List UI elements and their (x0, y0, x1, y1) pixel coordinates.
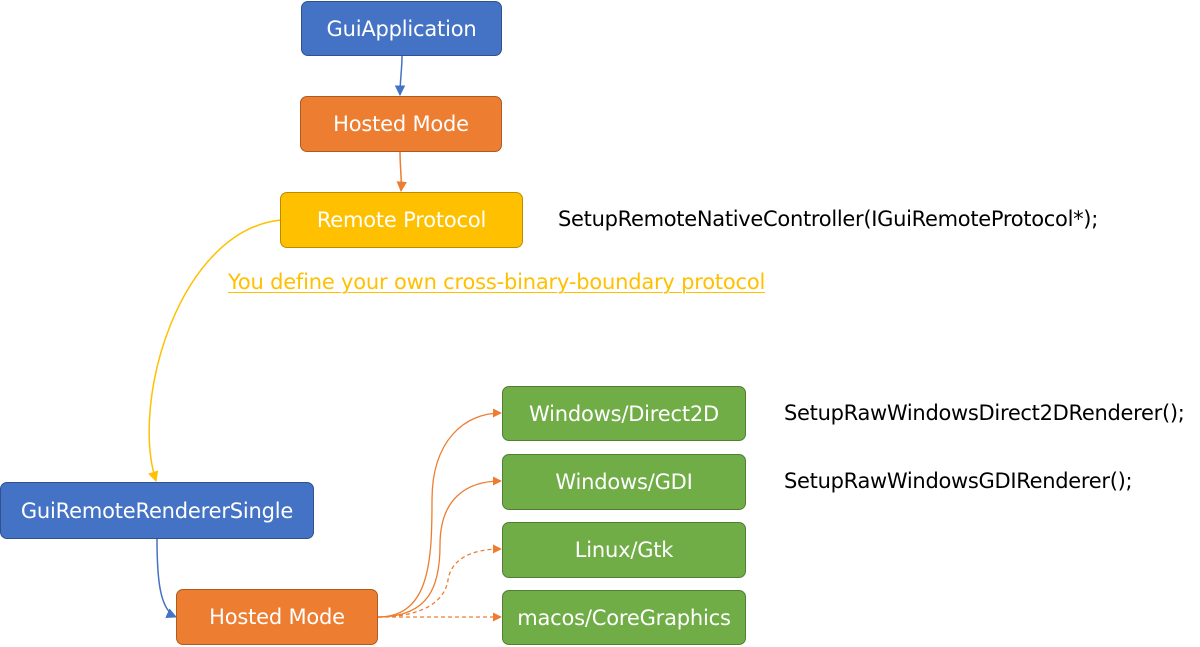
node-windows-gdi: Windows/GDI (502, 454, 746, 510)
connector-hosted-mode-to-direct2d (377, 408, 502, 618)
setup-direct2d-text: SetupRawWindowsDirect2DRenderer(); (784, 401, 1185, 425)
connector-guiapplication-to-hosted-mode (394, 55, 406, 97)
node-windows-direct2d: Windows/Direct2D (502, 386, 746, 441)
setup-remote-native-controller-text: SetupRemoteNativeController(IGuiRemotePr… (558, 207, 1098, 231)
node-gui-application: GuiApplication (301, 1, 502, 56)
node-remote-protocol: Remote Protocol (280, 192, 523, 248)
node-windows-direct2d-label: Windows/Direct2D (528, 401, 720, 426)
node-hosted-mode-bottom-label: Hosted Mode (209, 605, 345, 629)
protocol-note-text: You define your own cross-binary-boundar… (228, 270, 766, 294)
setup-gdi-text: SetupRawWindowsGDIRenderer(); (784, 469, 1133, 493)
node-gui-application-label: GuiApplication (326, 16, 477, 41)
node-linux-gtk: Linux/Gtk (502, 522, 746, 578)
connector-hosted-mode-to-gdi (377, 476, 502, 618)
connector-renderer-single-to-hosted-mode (156, 538, 177, 619)
connector-hosted-mode-to-linux-gtk (377, 544, 502, 618)
node-hosted-mode-top: Hosted Mode (300, 96, 502, 152)
node-hosted-mode-bottom: Hosted Mode (176, 589, 378, 645)
node-hosted-mode-top-label: Hosted Mode (333, 112, 469, 136)
node-linux-gtk-label: Linux/Gtk (574, 538, 674, 562)
node-gui-remote-renderer-single-label: GuiRemoteRendererSingle (20, 498, 294, 523)
node-windows-gdi-label: Windows/GDI (555, 470, 693, 494)
connector-hosted-mode-to-remote-protocol (396, 151, 407, 193)
node-macos-coregraphics: macos/CoreGraphics (502, 590, 746, 645)
node-gui-remote-renderer-single: GuiRemoteRendererSingle (0, 482, 314, 539)
node-remote-protocol-label: Remote Protocol (316, 208, 487, 232)
node-macos-coregraphics-label: macos/CoreGraphics (517, 605, 731, 630)
connector-remote-protocol-to-renderer-single (148, 219, 282, 483)
